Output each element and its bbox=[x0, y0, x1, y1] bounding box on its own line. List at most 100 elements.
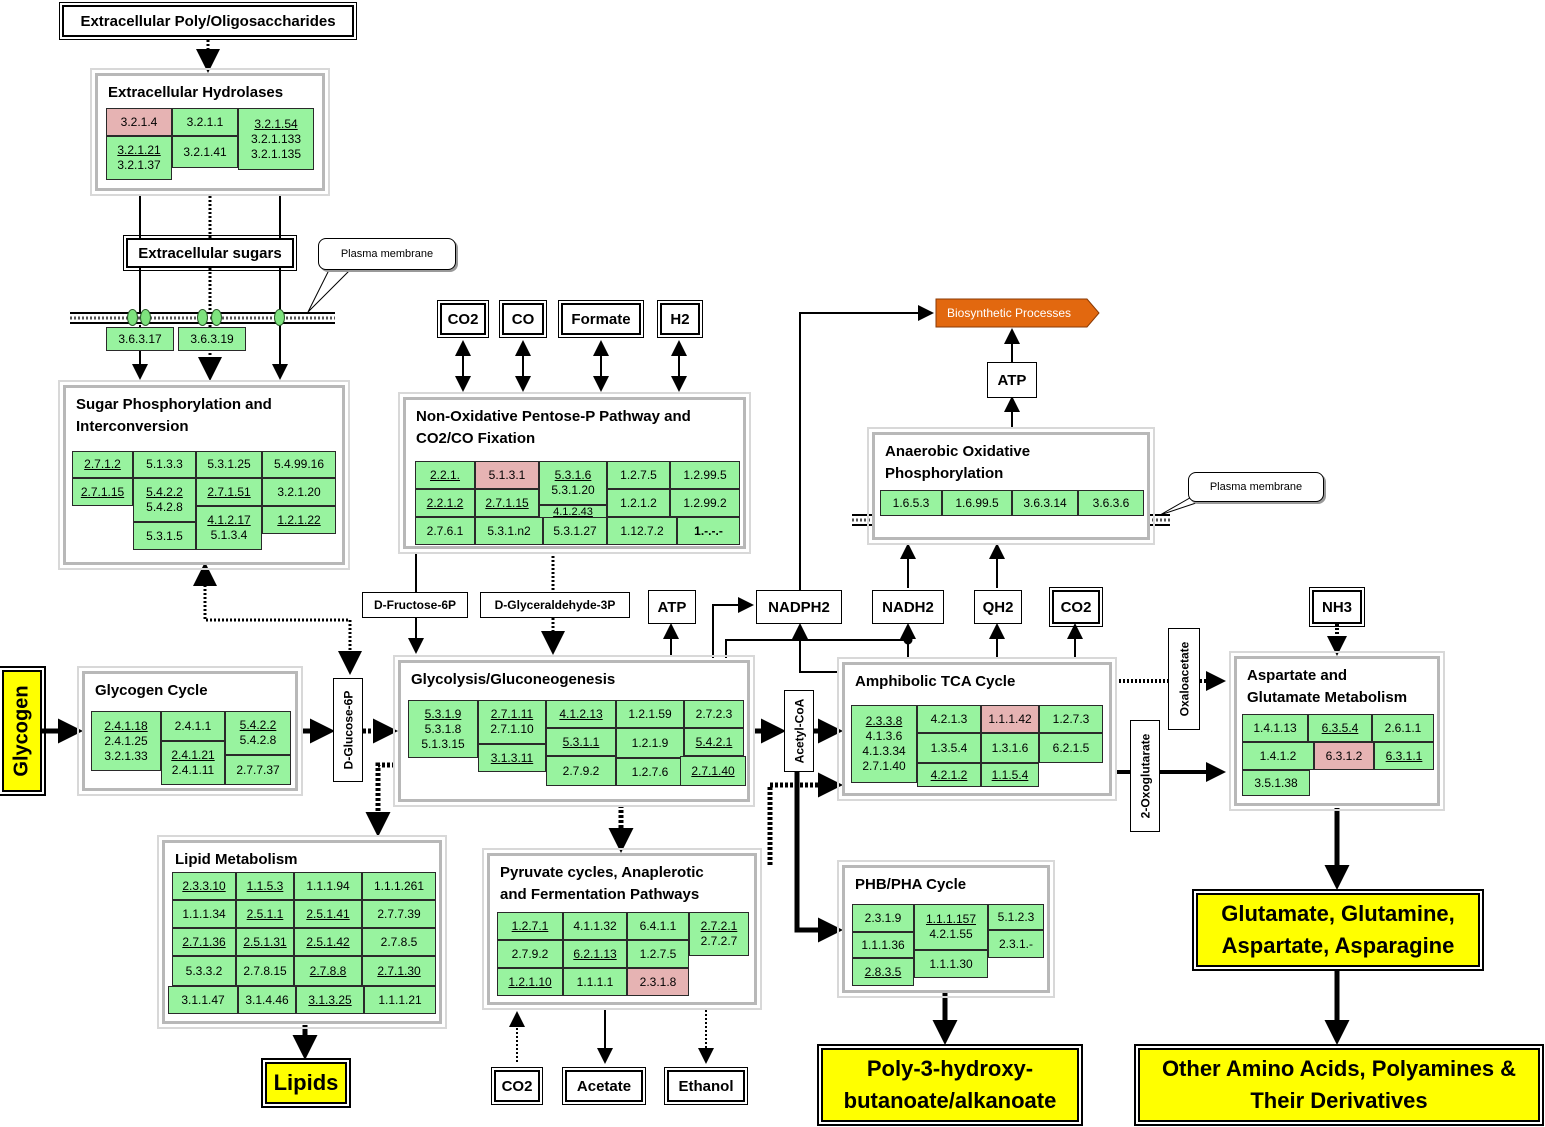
transporter-icon bbox=[140, 309, 151, 326]
other-amino-acids-product: Other Amino Acids, Polyamines & Their De… bbox=[1134, 1044, 1544, 1126]
enzyme-box: 1.1.1.261 bbox=[362, 872, 436, 900]
panel-title: Sugar Phosphorylation and Interconversio… bbox=[76, 396, 272, 435]
enzyme-box: 1.-.-.- bbox=[677, 517, 740, 545]
enzyme-box: 1.2.1.22 bbox=[262, 506, 336, 534]
enzyme-box: 2.2.1.2 bbox=[415, 489, 475, 517]
panel-title: Anaerobic Oxidative Phosphorylation bbox=[885, 443, 1031, 482]
enzyme-box: 1.2.1.10 bbox=[497, 968, 563, 996]
enzyme-box: 2.3.1.9 bbox=[852, 904, 914, 932]
2-oxoglutarate-box: 2-Oxoglutarate bbox=[1130, 720, 1160, 832]
enzyme-box: 2.7.1.15 bbox=[72, 478, 133, 506]
co2-box: CO2 bbox=[491, 1067, 543, 1105]
enzyme-box: 1.1.1.21 bbox=[364, 986, 436, 1014]
enzyme-box: 3.1.1.47 bbox=[168, 986, 238, 1014]
atp-box: ATP bbox=[987, 362, 1037, 398]
enzyme-box: 2.6.1.1 bbox=[1372, 714, 1434, 742]
enzyme-box: 5.3.3.2 bbox=[172, 956, 236, 986]
enzyme-box: 2.5.1.1 bbox=[236, 900, 294, 928]
enzyme-box: 5.1.2.3 bbox=[988, 904, 1044, 930]
enzyme-box: 1.2.1.9 bbox=[616, 728, 684, 758]
h2-box: H2 bbox=[657, 300, 703, 338]
transporter-icon bbox=[127, 309, 138, 326]
enzyme-box: 4.2.1.2 bbox=[917, 763, 981, 787]
enzyme-box: 3.5.1.38 bbox=[1242, 770, 1310, 796]
enzyme-box: 5.1.3.3 bbox=[133, 451, 196, 478]
transporter-icon bbox=[211, 309, 222, 326]
enzyme-box: 2.3.1.- bbox=[988, 930, 1044, 958]
atp-box: ATP bbox=[648, 590, 696, 624]
enzyme-box: 3.6.3.14 bbox=[1012, 490, 1078, 516]
enzyme-box: 1.12.7.2 bbox=[607, 517, 677, 545]
enzyme-box: 5.3.1.27 bbox=[543, 517, 607, 545]
panel-title: Glycogen Cycle bbox=[95, 682, 208, 699]
enzyme-box: 3.2.1.1 bbox=[172, 108, 238, 136]
phb-product: Poly-3-hydroxy- butanoate/alkanoate bbox=[817, 1044, 1083, 1126]
acetate-box: Acetate bbox=[562, 1067, 646, 1105]
enzyme-box: 1.1.1.42 bbox=[981, 705, 1039, 733]
enzyme-box: 3.6.3.6 bbox=[1078, 490, 1144, 516]
enzyme-box: 2.2.1. bbox=[415, 461, 475, 489]
enzyme-box: 2.8.3.5 bbox=[852, 958, 914, 986]
lipids-product: Lipids bbox=[261, 1058, 351, 1108]
enzyme-box: 2.5.1.31 bbox=[236, 928, 294, 956]
enzyme-box: 2.7.9.2 bbox=[497, 940, 563, 968]
plasma-membrane-callout: Plasma membrane bbox=[318, 238, 456, 270]
enzyme-box: 2.7.1.36 bbox=[172, 928, 236, 956]
enzyme-box: 2.7.2.3 bbox=[684, 700, 744, 728]
enzyme-box: 2.7.8.8 bbox=[294, 956, 362, 986]
nadh2-box: NADH2 bbox=[872, 590, 944, 624]
enzyme-box: 1.2.7.1 bbox=[497, 912, 563, 940]
ethanol-box: Ethanol bbox=[664, 1067, 748, 1105]
enzyme-box: 6.3.1.1 bbox=[1374, 742, 1434, 770]
panel-title: Non-Oxidative Pentose-P Pathway and CO2/… bbox=[416, 408, 691, 447]
extracellular-sugars-label: Extracellular sugars bbox=[138, 244, 282, 262]
glycogen-product: Glycogen bbox=[0, 666, 46, 796]
enzyme-box: 2.5.1.42 bbox=[294, 928, 362, 956]
enzyme-box: 2.7.1.15 bbox=[475, 489, 539, 517]
enzyme-box: 2.7.8.5 bbox=[362, 928, 436, 956]
transporter-icon bbox=[274, 309, 285, 326]
enzyme-box: 6.4.1.1 bbox=[627, 912, 689, 940]
enzyme-box: 1.1.5.4 bbox=[981, 763, 1039, 787]
enzyme-box: 2.7.1.40 bbox=[680, 756, 746, 786]
enzyme-box: 5.4.99.16 bbox=[262, 451, 336, 478]
extracellular-sugars-box: Extracellular sugars bbox=[123, 235, 297, 271]
oxaloacetate-box: Oxaloacetate bbox=[1168, 628, 1200, 730]
enzyme-box: 2.7.1.51 bbox=[196, 478, 262, 506]
enzyme-box: 1.1.5.3 bbox=[236, 872, 294, 900]
enzyme-box: 2.7.7.37 bbox=[225, 755, 291, 785]
panel-title: Pyruvate cycles, Anaplerotic and Ferment… bbox=[500, 864, 704, 903]
panel-title: Lipid Metabolism bbox=[175, 851, 298, 868]
panel-title: Extracellular Hydrolases bbox=[108, 84, 284, 101]
enzyme-box: 6.2.1.13 bbox=[563, 940, 627, 968]
enzyme-box: 3.6.3.17 bbox=[106, 327, 174, 351]
co-box: CO bbox=[499, 300, 547, 338]
enzyme-box: 1.6.5.3 bbox=[880, 490, 942, 516]
enzyme-box: 3.2.1.41 bbox=[172, 136, 238, 168]
enzyme-box: 1.1.1.34 bbox=[172, 900, 236, 928]
enzyme-box: 1.1.1.1 bbox=[563, 968, 627, 996]
d-glyceraldehyde-3p-box: D-Glyceraldehyde-3P bbox=[480, 592, 630, 618]
enzyme-box: 2.3.1.8 bbox=[627, 968, 689, 996]
enzyme-box: 5.3.1.1 bbox=[546, 728, 616, 756]
enzyme-box: 3.1.3.25 bbox=[296, 986, 364, 1014]
enzyme-box: 1.1.1.36 bbox=[852, 932, 914, 958]
enzyme-box: 3.2.1.4 bbox=[106, 108, 172, 136]
enzyme-box: 2.7.9.2 bbox=[546, 756, 616, 786]
enzyme-box: 2.7.6.1 bbox=[415, 517, 475, 545]
enzyme-box: 1.4.1.13 bbox=[1242, 714, 1308, 742]
nadph2-box: NADPH2 bbox=[756, 590, 842, 624]
enzyme-box: 1.2.7.3 bbox=[1039, 705, 1103, 733]
biosynthetic-arrow-shape bbox=[935, 298, 1100, 328]
anaerobic-phosphorylation-panel: Anaerobic Oxidative Phosphorylation bbox=[867, 427, 1155, 545]
enzyme-box: 2.7.1.2 bbox=[72, 451, 133, 478]
enzyme-box: 2.7.7.39 bbox=[362, 900, 436, 928]
qh2-box: QH2 bbox=[974, 590, 1022, 624]
enzyme-box: 1.2.7.5 bbox=[627, 940, 689, 968]
enzyme-box: 6.3.1.2 bbox=[1314, 742, 1374, 770]
